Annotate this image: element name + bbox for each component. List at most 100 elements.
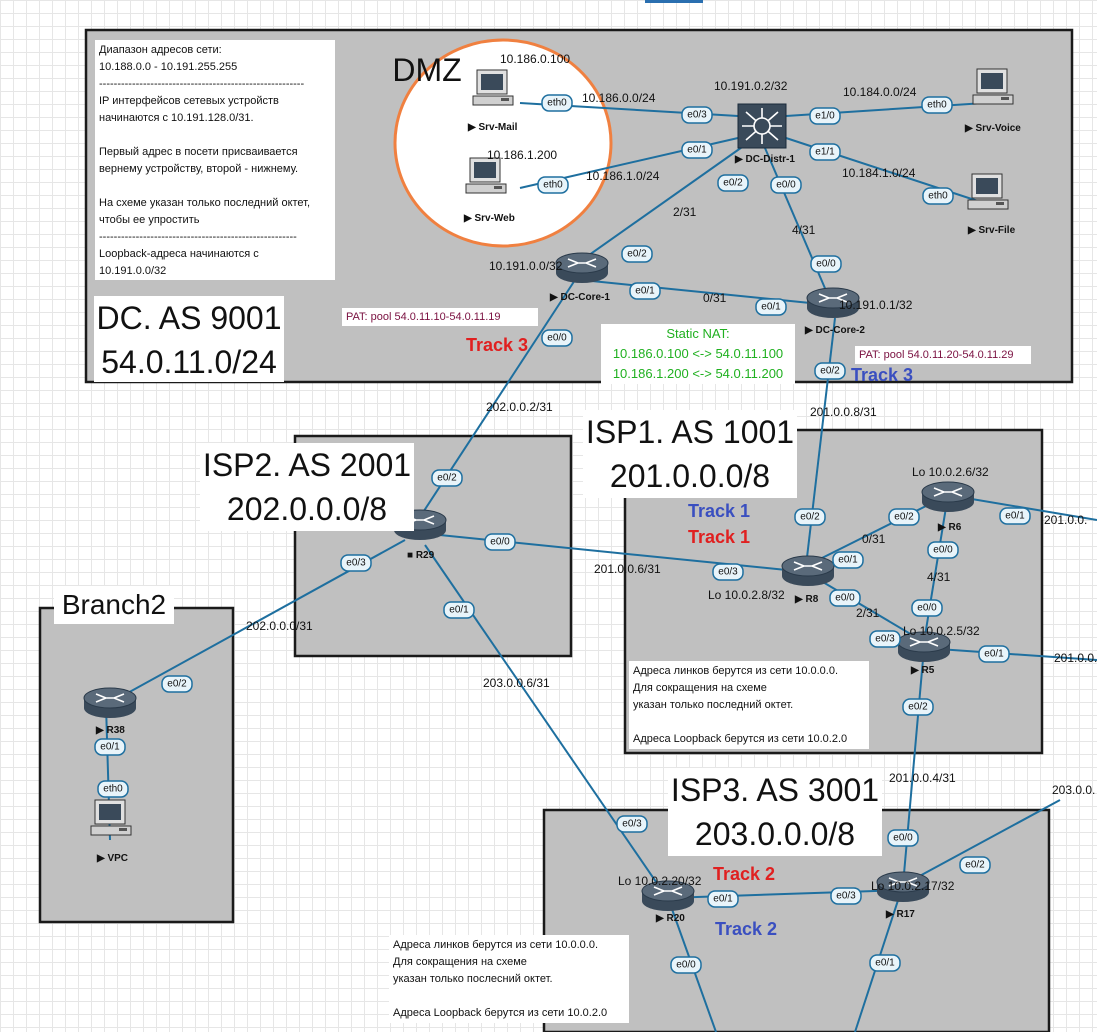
lo-r6: Lo 10.0.2.6/32: [912, 465, 989, 479]
if-r29-e01[interactable]: e0/1: [443, 601, 475, 619]
if-r17-e03[interactable]: e0/3: [830, 887, 862, 905]
dmz-title: DMZ: [392, 52, 462, 88]
link-core1-core2: [581, 279, 831, 306]
if-core2-e02[interactable]: e0/2: [814, 362, 846, 380]
if-r8-e03[interactable]: e0/3: [712, 563, 744, 581]
dc-area-title: DC. AS 9001 54.0.11.0/24: [94, 296, 284, 382]
isp1-0-31: 0/31: [862, 532, 886, 546]
r8[interactable]: ▶ R8: [781, 555, 835, 605]
if-r5-e00[interactable]: e0/0: [911, 599, 943, 617]
pc-icon: [972, 68, 1014, 105]
if-core1-e01[interactable]: e0/1: [629, 282, 661, 300]
dc-core-1[interactable]: ▶ DC-Core-1: [549, 252, 610, 303]
if-distr-e01[interactable]: e0/1: [681, 141, 713, 159]
if-mail-eth0[interactable]: eth0: [541, 94, 573, 112]
r6[interactable]: ▶ R6: [921, 481, 975, 533]
if-r38-e02[interactable]: e0/2: [161, 675, 193, 693]
svg-text:▶ R17: ▶ R17: [885, 909, 915, 920]
if-r8-e00[interactable]: e0/0: [829, 589, 861, 607]
if-r20-e01[interactable]: e0/1: [707, 890, 739, 908]
srv-web[interactable]: ▶ Srv-Web: [463, 157, 515, 224]
if-r17-e01[interactable]: e0/1: [869, 954, 901, 972]
link-r6-r5: [923, 494, 949, 643]
svg-text:▶ R6: ▶ R6: [937, 522, 962, 533]
svg-text:e0/0: e0/0: [816, 259, 836, 270]
svg-text:e0/0: e0/0: [776, 180, 796, 191]
svg-text:e0/3: e0/3: [687, 110, 707, 121]
svg-text:e0/1: e0/1: [838, 555, 858, 566]
srv-mail[interactable]: ▶ Srv-Mail: [467, 69, 518, 133]
r17[interactable]: ▶ R17: [876, 871, 930, 920]
svg-text:e0/1: e0/1: [1005, 511, 1025, 522]
link-4-31: 4/31: [792, 223, 816, 237]
if-r8-e02[interactable]: e0/2: [794, 508, 826, 526]
svg-text:e0/1: e0/1: [635, 286, 655, 297]
srv-file[interactable]: ▶ Srv-File: [967, 173, 1016, 236]
dc-distr-1[interactable]: ▶ DC-Distr-1: [734, 103, 795, 165]
r29[interactable]: ■ R29: [393, 509, 447, 561]
net-203-6: 203.0.0.6/31: [483, 676, 550, 690]
r38[interactable]: ▶ R38: [83, 687, 137, 736]
svg-text:▶ R8: ▶ R8: [794, 594, 819, 605]
net-file: 10.184.1.0/24: [842, 166, 916, 180]
static-nat-box: Static NAT: 10.186.0.100 <-> 54.0.11.100…: [601, 324, 795, 384]
if-r6-e01[interactable]: e0/1: [999, 507, 1031, 525]
if-r5-e01[interactable]: e0/1: [978, 645, 1010, 663]
svg-text:e0/2: e0/2: [908, 702, 928, 713]
if-r5-e02[interactable]: e0/2: [902, 698, 934, 716]
isp1-4-31: 4/31: [927, 570, 951, 584]
svg-text:e0/3: e0/3: [346, 558, 366, 569]
if-r5-e03[interactable]: e0/3: [869, 630, 901, 648]
isp1-address-note: Адреса линков берутся из сети 10.0.0.0. …: [629, 661, 869, 749]
svg-text:e0/1: e0/1: [687, 145, 707, 156]
if-core2-e01[interactable]: e0/1: [755, 298, 787, 316]
dc-address-note: Диапазон адресов сети: 10.188.0.0 - 10.1…: [95, 40, 335, 280]
if-web-eth0[interactable]: eth0: [537, 176, 569, 194]
svg-text:e0/0: e0/0: [835, 593, 855, 604]
svg-text:e0/3: e0/3: [836, 891, 856, 902]
lo-r17: Lo 10.0.2.17/32: [871, 879, 955, 893]
srv-voice[interactable]: ▶ Srv-Voice: [964, 68, 1021, 134]
if-voice-eth0[interactable]: eth0: [921, 96, 953, 114]
svg-text:e0/2: e0/2: [965, 860, 985, 871]
vpc[interactable]: ▶ VPC: [90, 799, 132, 864]
if-r20-e03[interactable]: e0/3: [616, 815, 648, 833]
svg-text:e0/1: e0/1: [875, 958, 895, 969]
r5[interactable]: ▶ R5: [897, 631, 951, 676]
svg-text:e0/2: e0/2: [820, 366, 840, 377]
if-r6-e00[interactable]: e0/0: [927, 541, 959, 559]
ext-203: 203.0.0.: [1052, 783, 1095, 797]
if-r6-e02[interactable]: e0/2: [888, 508, 920, 526]
if-r29-e02[interactable]: e0/2: [431, 469, 463, 487]
if-r17-e02[interactable]: e0/2: [959, 856, 991, 874]
link-r17-ext: [902, 799, 1061, 886]
if-r8-e01[interactable]: e0/1: [832, 551, 864, 569]
svg-text:e0/2: e0/2: [627, 249, 647, 260]
lo-distr: 10.191.0.2/32: [714, 79, 788, 93]
if-r38-e01[interactable]: e0/1: [94, 738, 126, 756]
router-icon: [555, 252, 609, 284]
dc-core-2[interactable]: ▶ DC-Core-2: [804, 287, 865, 336]
lo-r20: Lo 10.0.2.20/32: [618, 874, 702, 888]
if-vpc-eth0[interactable]: eth0: [97, 780, 129, 798]
if-core1-e00[interactable]: e0/0: [541, 329, 573, 347]
if-core2-e00[interactable]: e0/0: [810, 255, 842, 273]
dmz-zone: [393, 38, 613, 248]
if-distr-e03[interactable]: e0/3: [681, 106, 713, 124]
if-distr-e02[interactable]: e0/2: [717, 174, 749, 192]
interface-badges: eth0 eth0 e0/3 e0/1 e0/2 e0/0 e1/0 e1/1 …: [94, 94, 1031, 974]
router-icon: [921, 481, 975, 513]
if-core1-e02[interactable]: e0/2: [621, 245, 653, 263]
if-distr-e00[interactable]: e0/0: [770, 176, 802, 194]
r20[interactable]: ▶ R20: [641, 880, 695, 924]
if-file-eth0[interactable]: eth0: [922, 187, 954, 205]
if-distr-e11[interactable]: e1/1: [809, 143, 841, 161]
if-r17-e00[interactable]: e0/0: [887, 829, 919, 847]
svg-text:▶ R5: ▶ R5: [910, 665, 935, 676]
if-r29-e00[interactable]: e0/0: [484, 533, 516, 551]
net-202-0: 202.0.0.0/31: [246, 619, 313, 633]
track2-blue: Track 2: [715, 919, 777, 939]
if-r29-e03[interactable]: e0/3: [340, 554, 372, 572]
if-distr-e10[interactable]: e1/0: [809, 107, 841, 125]
if-r20-e00[interactable]: e0/0: [670, 956, 702, 974]
